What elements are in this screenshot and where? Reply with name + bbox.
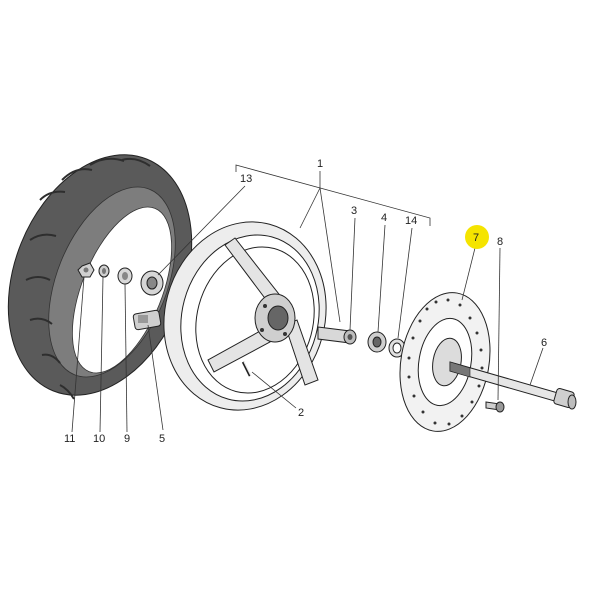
brake-disc-part-7[interactable] [390,285,501,438]
callout-3: 3 [351,205,357,217]
callout-13: 13 [240,173,252,185]
highlight-marker [465,225,489,249]
wheel-rim-part-1[interactable] [143,204,347,429]
callout-5: 5 [159,433,165,445]
callout-8: 8 [497,236,503,248]
nut-part-11[interactable] [77,262,95,278]
leader-lines [71,164,544,433]
callout-11: 11 [64,433,75,445]
pin-part-2[interactable] [241,361,252,377]
callout-1: 1 [317,158,323,170]
seal-part-14[interactable] [388,338,406,358]
callout-14: 14 [405,215,417,227]
callout-labels: 1 2 3 4 5 6 7 8 9 10 11 13 14 [64,158,547,445]
axle-spacer-part-3[interactable] [317,326,357,345]
callout-6: 6 [541,337,547,349]
callout-10: 10 [93,433,105,445]
spacer-part-9[interactable] [117,267,133,285]
bearing-part-4[interactable] [367,331,387,353]
washer-part-10[interactable] [98,264,110,278]
callout-7: 7 [473,232,479,244]
bearing-part-13[interactable] [140,270,164,296]
axle-part-6[interactable] [449,361,577,410]
callout-4: 4 [381,212,387,224]
bolt-part-8[interactable] [485,401,505,413]
callout-9: 9 [124,433,130,445]
callout-2: 2 [298,407,304,419]
